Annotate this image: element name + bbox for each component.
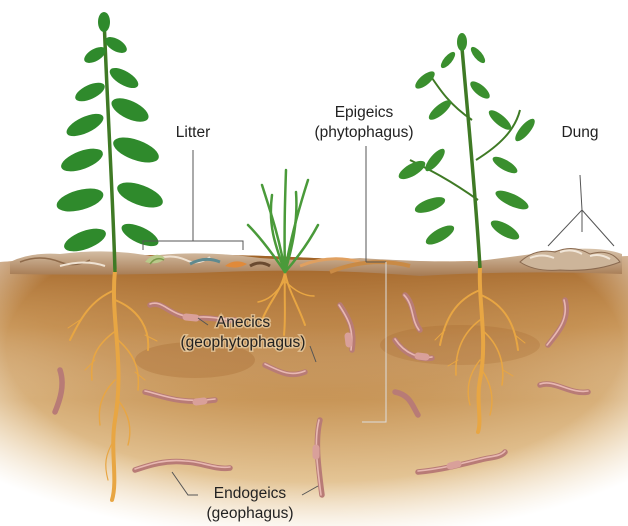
epigeics-leader — [366, 146, 386, 262]
label-endogeics-sub: (geophagus) — [206, 505, 293, 522]
dung-leader — [548, 175, 614, 246]
label-litter: Litter — [176, 124, 210, 141]
label-endogeics: Endogeics — [214, 485, 287, 502]
soil-layer — [0, 250, 628, 526]
plant-right — [396, 33, 538, 268]
label-anecics-sub: (geophytophagus) — [181, 334, 306, 351]
label-dung: Dung — [561, 124, 598, 141]
plant-left — [54, 12, 166, 272]
label-anecics: Anecics — [216, 314, 271, 331]
label-epigeics: Epigeics — [335, 104, 394, 121]
label-epigeics-sub: (phytophagus) — [314, 124, 413, 141]
